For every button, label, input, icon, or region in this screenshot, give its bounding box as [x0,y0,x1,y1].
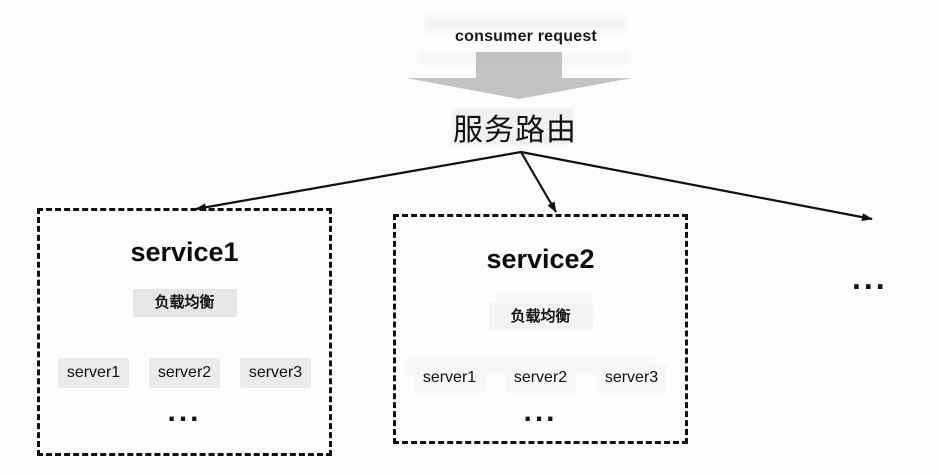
load-balancer-chip: 负载均衡 [488,303,593,331]
consumer-request-label: consumer request [455,28,597,45]
more-servers-ellipsis: ... [523,395,558,428]
server-chip[interactable]: server2 [504,363,577,393]
more-servers-ellipsis: ... [167,395,202,428]
more-services-ellipsis: ... [852,260,888,296]
arrow-to-service2 [520,151,557,213]
server-chip[interactable]: server1 [57,358,130,388]
service-title: service2 [486,244,595,274]
server-chip[interactable]: server3 [595,363,668,393]
server-chip[interactable]: server2 [148,358,221,388]
load-balancer-chip: 负载均衡 [132,289,237,317]
service-routing-title: 服务路由 [453,114,577,147]
arrow-to-service1 [195,150,522,212]
server-row: server1 server2 server3 [48,358,321,388]
service-box-service1[interactable]: service1 负载均衡 server1 server2 server3 ..… [37,208,332,456]
down-block-arrow-icon [406,52,632,99]
routing-title-background [452,108,574,144]
service-title: service1 [130,237,239,267]
arrow-to-more-services [520,150,873,222]
server-chip[interactable]: server1 [413,363,486,393]
service-box-service2[interactable]: service2 负载均衡 server1 server2 server3 ..… [393,214,688,444]
server-row: server1 server2 server3 [404,363,677,393]
server-chip[interactable]: server3 [239,358,312,388]
